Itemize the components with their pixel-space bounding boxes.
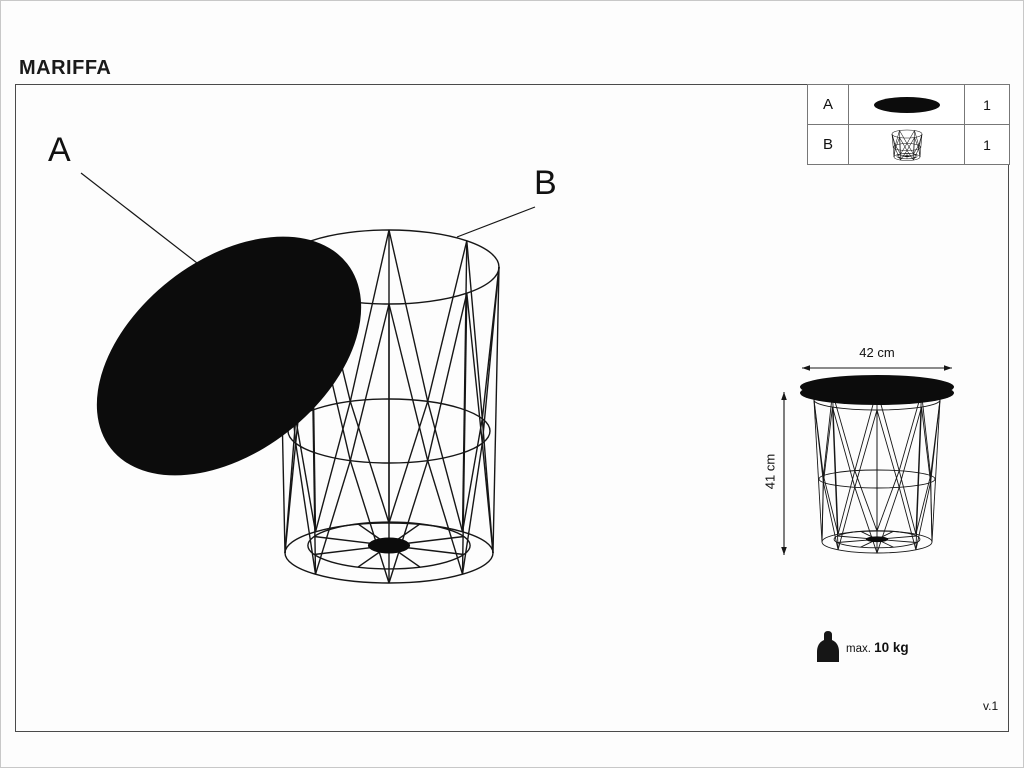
parts-table-qty: 1 xyxy=(965,85,1010,125)
leader-lines xyxy=(80,172,536,264)
parts-table-qty: 1 xyxy=(965,125,1010,165)
width-dimension-label: 42 cm xyxy=(859,345,895,360)
wire-basket-mini xyxy=(891,129,922,161)
width-dimension-arrow xyxy=(802,365,952,371)
part-label-b: B xyxy=(534,164,557,202)
max-load-label: max. 10 kg xyxy=(846,640,909,655)
max-load-value: 10 kg xyxy=(874,640,909,655)
product-title: MARIFFA xyxy=(19,57,112,79)
parts-table-letter: B xyxy=(808,125,849,165)
weight-icon xyxy=(817,631,839,662)
parts-table: A 1 B 1 xyxy=(807,84,1010,165)
version-label: v.1 xyxy=(983,699,999,713)
height-dimension-label: 41 cm xyxy=(762,453,778,490)
assembled-table-top xyxy=(800,375,954,405)
height-dimension-arrow xyxy=(781,392,787,555)
table-top-disc-icon xyxy=(849,85,965,125)
content-frame xyxy=(15,84,1009,732)
part-label-a: A xyxy=(48,131,71,169)
max-load-prefix: max. xyxy=(846,643,871,655)
table-top-a xyxy=(96,236,362,476)
assembled-table-basket xyxy=(813,389,941,554)
wire-basket-icon xyxy=(849,125,965,165)
parts-table-letter: A xyxy=(808,85,849,125)
